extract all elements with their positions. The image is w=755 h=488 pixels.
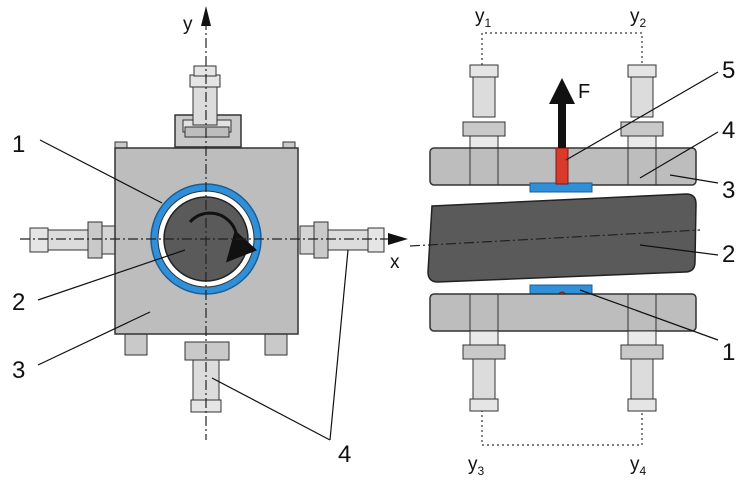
sensor-bottom-left (184, 341, 230, 413)
x-axis-label: x (390, 252, 400, 273)
rotation-arrow (188, 211, 258, 263)
callout-3-left: 3 (12, 357, 25, 384)
callout-4-left: 4 (338, 441, 351, 468)
sensor-right-left (299, 221, 385, 259)
label-y1: y1 (475, 6, 492, 30)
callout-1-left: 1 (12, 131, 25, 158)
force-label: F (578, 81, 590, 103)
left-view: y x 1 2 3 4 (12, 6, 408, 468)
y-axis-label: y (183, 14, 193, 35)
force-arrow (549, 78, 575, 104)
callout-5-right: 5 (722, 57, 735, 84)
label-y4: y4 (630, 454, 647, 478)
sensor-top-left (174, 65, 242, 148)
right-view: F y1 y2 y3 y4 5 4 (409, 6, 735, 478)
callout-4-right: 4 (722, 117, 735, 144)
label-y3: y3 (468, 454, 485, 478)
bottom-plate (429, 293, 697, 332)
label-y2: y2 (630, 6, 647, 30)
callout-3-right: 3 (722, 177, 735, 204)
callout-1-right: 1 (722, 339, 735, 366)
load-rod (555, 147, 569, 185)
x-axis-arrow (388, 233, 408, 245)
sensor-left-left (29, 221, 117, 259)
callout-2-left: 2 (12, 289, 25, 316)
sensor-y3 (462, 330, 506, 412)
callout-2-right: 2 (722, 241, 735, 268)
y-axis-arrow (201, 6, 211, 26)
sensor-y4 (620, 330, 664, 412)
